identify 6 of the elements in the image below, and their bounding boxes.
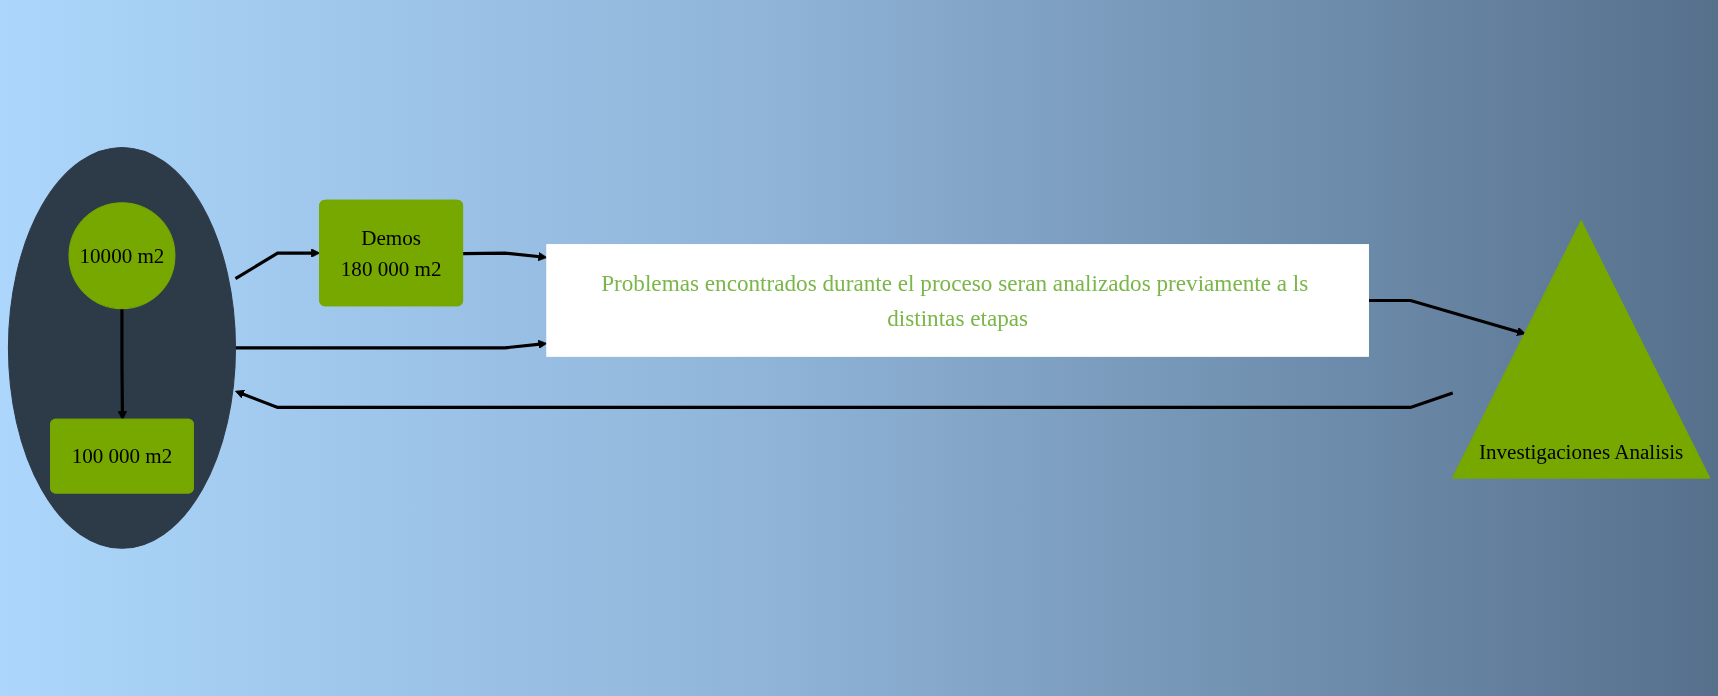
arrow (235, 339, 548, 350)
arrow (117, 308, 128, 421)
arrow (1368, 299, 1526, 337)
node-box: Problemas encontrados durante el proceso seran analizados previamente a ls distintas etapas (546, 244, 1369, 357)
arrow (235, 390, 1454, 410)
node-circle: 10000 m2 (68, 202, 176, 310)
